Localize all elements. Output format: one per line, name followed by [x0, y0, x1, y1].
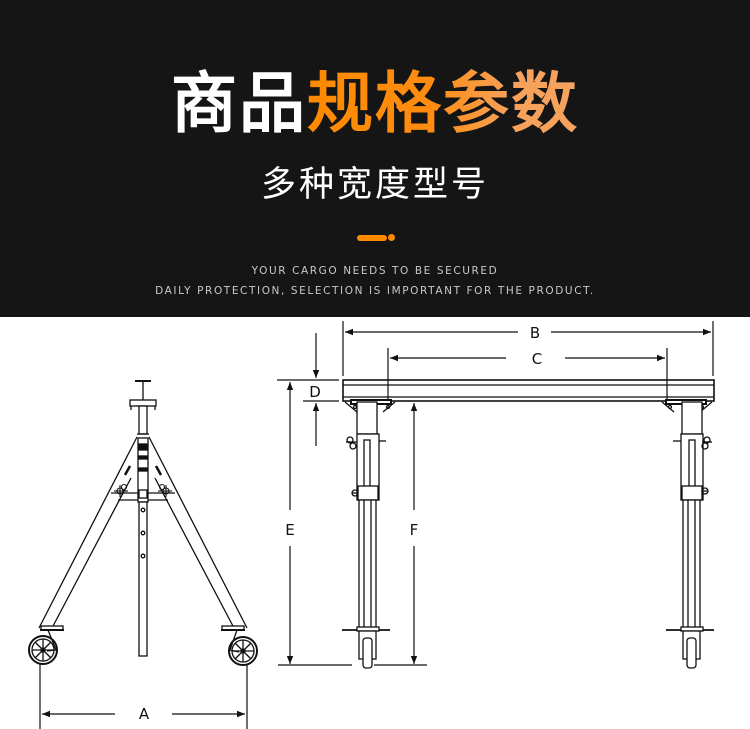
dimension-b [342, 321, 714, 376]
dimension-c [387, 348, 668, 400]
title-orange-part: 规格参数 [307, 65, 579, 142]
dimension-label-a: A [139, 705, 150, 723]
header-banner: 商品规格参数 多种宽度型号 YOUR CARGO NEEDS TO BE SEC… [0, 0, 750, 317]
page-subtitle: 多种宽度型号 [260, 165, 489, 205]
side-view-a-frame [28, 380, 258, 666]
dimension-d [277, 333, 339, 446]
dimension-e [278, 382, 352, 666]
tagline-line-2: DAILY PROTECTION, SELECTION IS IMPORTANT… [155, 285, 595, 297]
dimension-label-f: F [410, 521, 419, 539]
accent-bar [357, 235, 387, 241]
accent-dot [388, 234, 395, 241]
tagline-line-1: YOUR CARGO NEEDS TO BE SECURED [251, 265, 499, 277]
dimension-label-b: B [530, 324, 540, 342]
title-white-part: 商品 [171, 65, 307, 142]
page-title: 商品规格参数 [0, 62, 750, 146]
front-view-gantry [342, 379, 715, 669]
dimension-label-d: D [309, 383, 321, 401]
dimension-label-c: C [532, 350, 542, 368]
technical-drawing: A [28, 321, 715, 729]
dimension-a [39, 664, 248, 729]
dimension-f [374, 403, 427, 666]
dimension-label-e: E [285, 521, 294, 539]
